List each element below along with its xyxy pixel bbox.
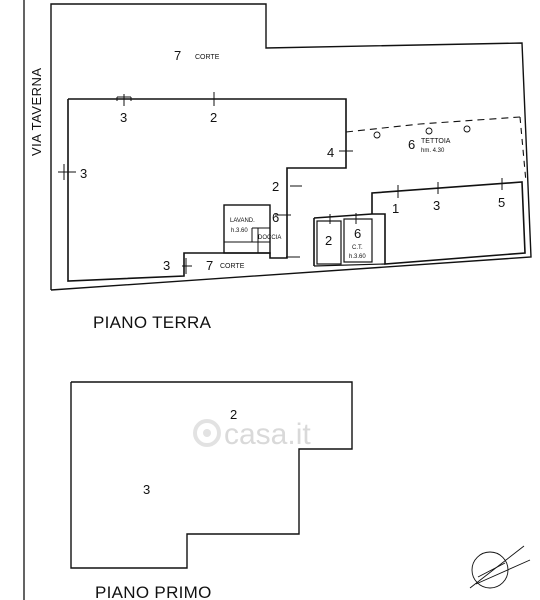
room-number: 7: [206, 258, 213, 273]
room-number: 3: [120, 110, 127, 125]
ground-floor-plan: [50, 3, 532, 291]
room-label: CORTE: [195, 54, 220, 61]
room-number: 7: [174, 48, 181, 63]
room-number: 3: [143, 482, 150, 497]
room-number: 2: [210, 110, 217, 125]
room-number: 2: [272, 179, 279, 194]
room-height: hm. 4.30: [421, 148, 445, 154]
room-number: 6: [408, 137, 415, 152]
ground-floor-labels: 7 CORTE 3 2 3 4 2 6 TETTOIA hm. 4.30 LAV…: [80, 48, 505, 273]
room-number: 6: [354, 226, 361, 241]
room-height: h.3.60: [231, 228, 248, 234]
room-box: [343, 218, 373, 263]
tettoia-column: [425, 127, 433, 135]
room-number: 3: [163, 258, 170, 273]
room-number: 3: [433, 198, 440, 213]
room-number: 5: [498, 195, 505, 210]
casa-logo-icon: [193, 419, 221, 447]
ground-floor-title: PIANO TERRA: [93, 313, 212, 332]
house-outline: [67, 98, 347, 282]
room-number: 4: [327, 145, 334, 160]
room-label: TETTOIA: [421, 138, 451, 145]
first-floor-title: PIANO PRIMO: [95, 583, 212, 600]
tettoia-column: [463, 125, 471, 133]
room-label: C.T.: [352, 245, 363, 251]
lavand-room: [223, 204, 271, 254]
room-number: 2: [325, 233, 332, 248]
room-number: 2: [230, 407, 237, 422]
room-number: 1: [392, 201, 399, 216]
room-number: 3: [80, 166, 87, 181]
first-floor-outline: [70, 381, 353, 569]
property-boundary: [50, 3, 532, 291]
outbuilding-outline: [371, 181, 526, 265]
room-label: CORTE: [220, 263, 245, 270]
tettoia-column: [373, 131, 381, 139]
room-number: 6: [272, 210, 279, 225]
compass-north-arrow-icon: [469, 545, 531, 589]
room-label: DOCCIA: [258, 235, 281, 241]
room-box: [316, 220, 342, 265]
tettoia-dashed-edge: [345, 116, 521, 133]
room-label: LAVAND.: [230, 218, 255, 224]
watermark-text: casa.it: [224, 418, 311, 451]
street-label: VIA TAVERNA: [29, 67, 44, 156]
room-height: h.3.60: [349, 254, 366, 260]
